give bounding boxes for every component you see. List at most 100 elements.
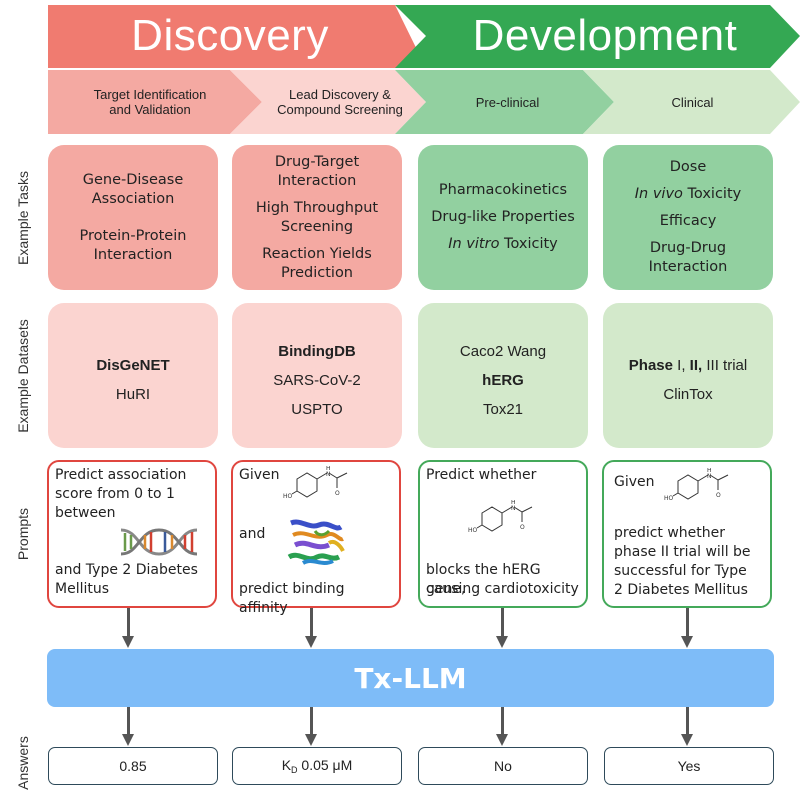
phase-chevrons <box>48 5 800 134</box>
dataset-item: hERG <box>482 371 524 390</box>
answer-kd-value: 0.05 μM <box>297 757 353 773</box>
molecule-label-ho: HO <box>283 493 293 500</box>
dataset-item: SARS-CoV-2 <box>273 372 361 389</box>
row-label-text: Example Tasks <box>15 170 31 265</box>
arrow-down <box>305 707 317 746</box>
prompt-card-preclinical: Predict whether HO H N O blocks the hERG… <box>418 460 588 608</box>
phase-ii-bold: II, <box>685 357 703 374</box>
dataset-card-clinical: Phase I, II, III trial ClinTox <box>603 303 773 448</box>
dataset-item: Phase I, II, III trial <box>629 356 747 375</box>
molecule-label-n: N <box>326 471 331 478</box>
development-chevron <box>395 5 800 68</box>
task-card-lead-discovery: Drug-Target Interaction High Throughput … <box>232 145 402 290</box>
dataset-card-preclinical: Caco2 Wang hERG Tox21 <box>418 303 588 448</box>
stage-label-preclinical: Pre-clinical <box>475 94 540 110</box>
row-label-tasks: Example Tasks <box>8 145 38 290</box>
phase-bold: Phase <box>628 357 673 374</box>
row-label-text: Prompts <box>15 507 31 561</box>
row-label-prompts: Prompts <box>8 460 38 608</box>
arrow-down <box>496 707 508 746</box>
prompt-card-target-id: Predict association score from 0 to 1 be… <box>47 460 217 608</box>
discovery-label: Discovery <box>131 11 329 60</box>
answer-box-preclinical: No <box>418 747 588 785</box>
arrow-down <box>681 608 693 648</box>
row-label-text: Answers <box>15 735 31 790</box>
dataset-name-bold: BindingDB <box>278 343 356 360</box>
stage-label-lead-discovery: Lead Discovery & Compound Screening <box>255 70 425 134</box>
dataset-item: USPTO <box>291 401 343 418</box>
dataset-name-bold: DisGeNET <box>96 357 170 374</box>
prompt-text: Predict association <box>55 467 187 483</box>
task-item: Reaction Yields Prediction <box>262 245 372 281</box>
arrow-down <box>496 608 508 648</box>
molecule-label-o: O <box>520 524 525 531</box>
answer-kd-symbol: K <box>281 757 292 773</box>
prompt-text: Given <box>614 474 655 490</box>
prompt-text: predict binding affinity <box>239 581 345 616</box>
task-card-target-id: Gene-Disease Association Protein-Protein… <box>48 145 218 290</box>
acetaminophen-molecule: HO H N O <box>664 468 729 502</box>
arrow-down <box>681 707 693 746</box>
prompt-text: and Type 2 Diabetes <box>55 562 198 578</box>
prompt-text: blocks the hERG gene, <box>426 562 541 597</box>
stage-label-line: Compound Screening <box>277 102 403 117</box>
prompt-text: between <box>55 505 116 521</box>
molecule-label-h: H <box>326 466 331 472</box>
molecule-label-ho: HO <box>468 527 478 534</box>
phase-iii: III trial <box>702 357 748 374</box>
dna-icon <box>120 528 198 556</box>
prompt-text: causing cardiotoxicity <box>426 581 579 597</box>
arrow-down <box>122 608 134 648</box>
stage-chevron-preclinical <box>395 70 614 134</box>
discovery-chevron <box>48 5 426 68</box>
answer-box-clinical: Yes <box>604 747 774 785</box>
answer-kd-subscript: D <box>291 765 298 775</box>
dataset-name-bold: hERG <box>482 372 524 389</box>
stage-chevron-clinical <box>583 70 800 134</box>
stage-label-clinical: Clinical <box>671 94 714 110</box>
task-item-italic: In vitro <box>448 236 500 252</box>
task-item: In vitro Toxicity <box>448 235 558 254</box>
task-item-rest: Toxicity <box>499 236 558 252</box>
tx-llm-model-block: Tx-LLM <box>47 649 774 707</box>
arrow-down <box>305 608 317 648</box>
prompt-text: score from 0 to 1 <box>55 486 175 502</box>
row-label-text: Example Datasets <box>15 318 32 433</box>
stage-label-line: Target Identification <box>93 87 207 102</box>
acetaminophen-molecule: HO H N O <box>283 466 348 500</box>
task-card-preclinical: Pharmacokinetics Drug-like Properties In… <box>418 145 588 290</box>
prompt-text: Predict whether <box>426 467 537 483</box>
answer-value: Yes <box>677 758 701 774</box>
dataset-item: Tox21 <box>482 401 524 418</box>
task-item: Dose <box>669 159 707 175</box>
dataset-item: DisGeNET <box>96 356 169 375</box>
development-label: Development <box>472 11 738 60</box>
prompt-text: phase II trial will be <box>614 544 751 560</box>
answer-value: KD 0.05 μM <box>282 757 353 775</box>
row-label-datasets: Example Datasets <box>8 303 38 448</box>
stage-label-line: and Validation <box>109 102 191 117</box>
task-item: Efficacy <box>659 213 717 229</box>
dataset-card-lead-discovery: BindingDB SARS-CoV-2 USPTO <box>232 303 402 448</box>
task-card-clinical: Dose In vivo Toxicity Efficacy Drug-Drug… <box>603 145 773 290</box>
stage-label-target-id: Target Identification and Validation <box>60 70 240 134</box>
answer-box-target-id: 0.85 <box>48 747 218 785</box>
task-item-italic: In vivo <box>634 186 683 202</box>
acetaminophen-molecule: HO H N O <box>468 500 533 534</box>
task-item: Protein-Protein Interaction <box>79 227 187 263</box>
molecule-label-o: O <box>716 492 721 499</box>
prompt-card-lead-discovery: Given HO H N O and predict binding affin… <box>231 460 401 616</box>
dataset-item: ClinTox <box>663 386 713 403</box>
prompt-text: Given <box>239 467 280 483</box>
task-item: In vivo Toxicity <box>635 185 741 204</box>
model-label: Tx-LLM <box>354 661 467 695</box>
task-item: Drug-Drug Interaction <box>648 240 728 275</box>
answer-value: No <box>494 758 512 774</box>
molecule-label-o: O <box>335 490 340 497</box>
prompt-text: 2 Diabetes Mellitus <box>614 582 748 598</box>
stage-chevron-target-id <box>48 70 262 134</box>
dataset-item: BindingDB <box>278 342 355 361</box>
dataset-item: HuRI <box>115 386 151 403</box>
row-label-answers: Answers <box>8 730 38 795</box>
dataset-item: Caco2 Wang <box>459 343 547 360</box>
